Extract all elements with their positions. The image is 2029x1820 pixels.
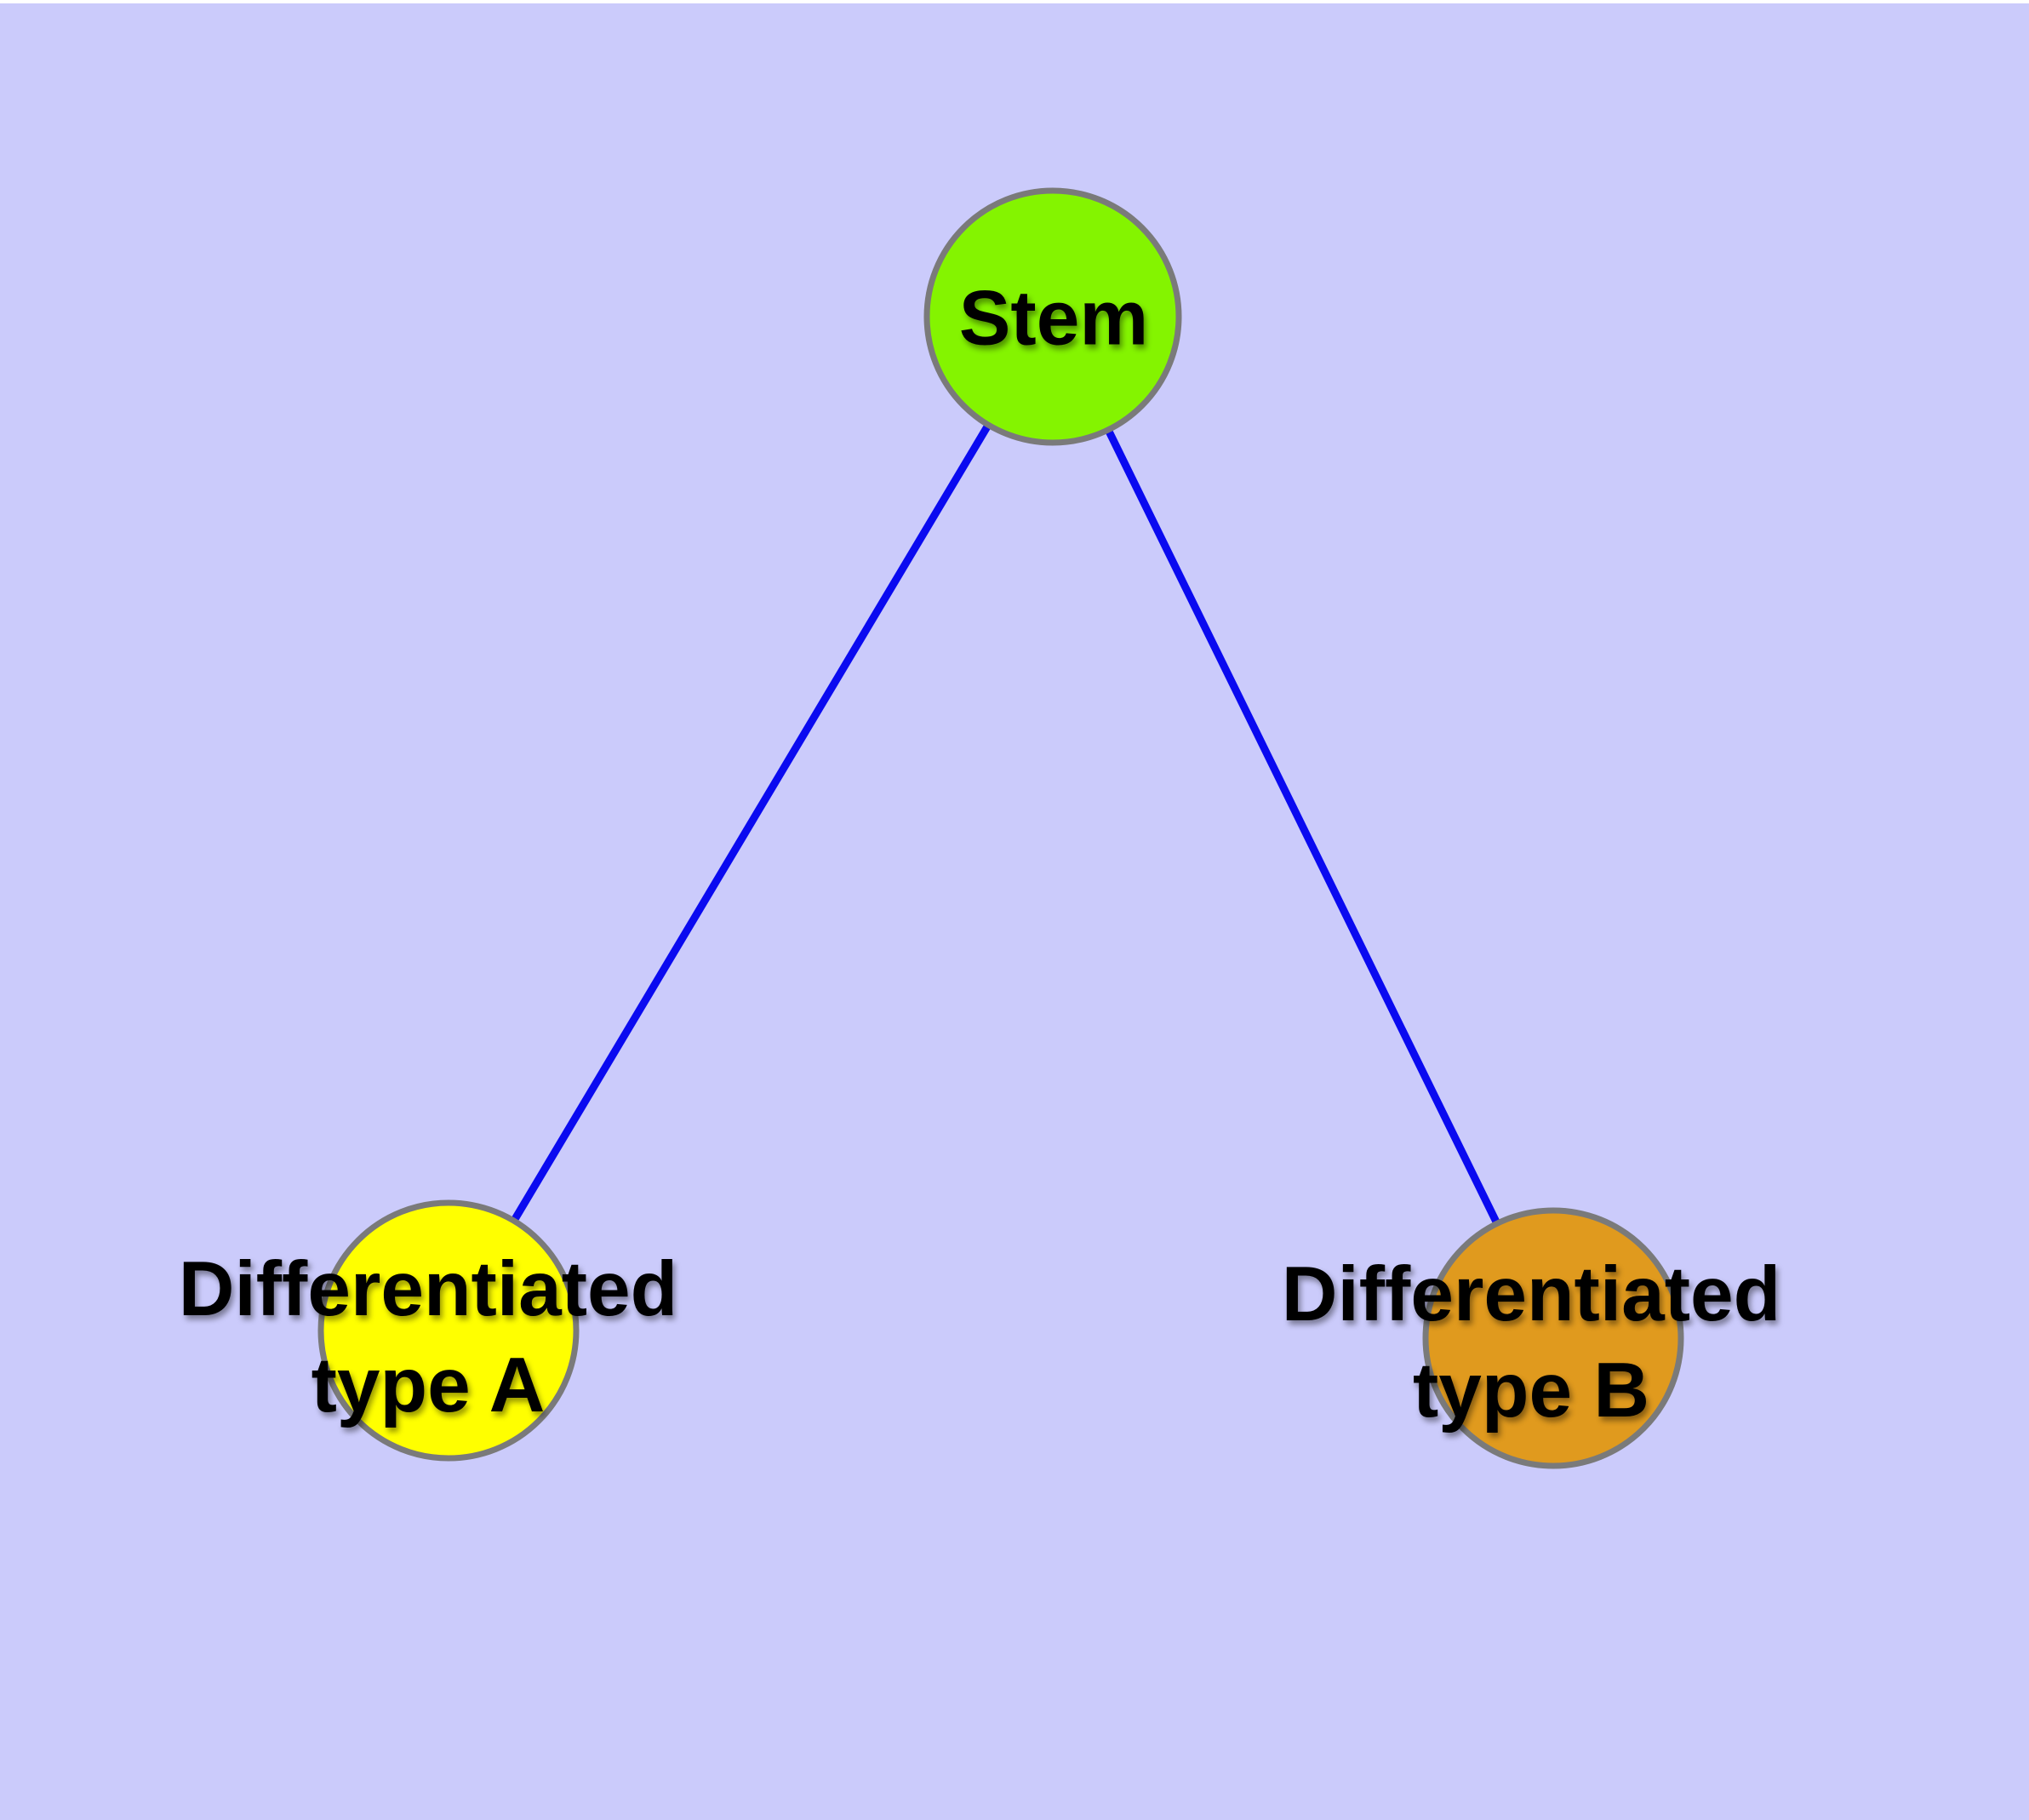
node-type-b-label: Differentiated type B xyxy=(1282,1246,1781,1439)
node-type-a-label: Differentiated type A xyxy=(179,1241,678,1434)
node-type-b-label-line1: Differentiated xyxy=(1281,1251,1781,1337)
node-type-b-label-line2: type B xyxy=(1412,1348,1650,1434)
edge-stem-to-type-b xyxy=(1049,315,1557,1340)
node-type-a-circle xyxy=(317,1199,580,1462)
node-stem-circle xyxy=(923,187,1182,446)
edge-stem-to-type-a xyxy=(445,314,1056,1333)
node-type-b-circle xyxy=(1422,1207,1684,1469)
node-stem-label-text: Stem xyxy=(958,275,1149,362)
node-type-a-label-line1: Differentiated xyxy=(178,1246,678,1332)
node-stem-label: Stem xyxy=(959,271,1149,367)
node-type-a-label-line2: type A xyxy=(311,1342,546,1428)
top-edge-strip xyxy=(0,0,2029,3)
